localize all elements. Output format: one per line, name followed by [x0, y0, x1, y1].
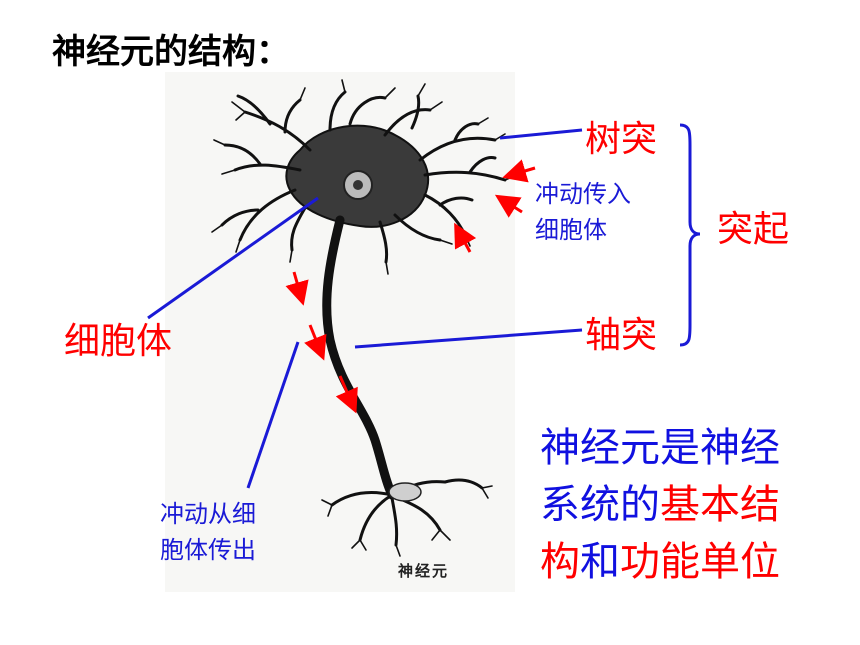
- conclusion-line3-a: 构: [540, 539, 580, 585]
- conclusion-line3-b: 和: [580, 539, 620, 585]
- image-caption: 神经元: [398, 562, 450, 580]
- conclusion-line2: 系统的基本结: [540, 477, 780, 534]
- conclusion-line1-text: 神经元是神经: [540, 425, 780, 471]
- note-impulse-in-line1: 冲动传入: [535, 180, 631, 208]
- impulse-arrow-in-2: [494, 194, 523, 218]
- conclusion-line2-a: 系统的: [540, 482, 660, 528]
- impulse-arrow-in-1: [502, 159, 536, 183]
- pointer-line-dendrite: [499, 128, 583, 140]
- note-impulse-out-line1: 冲动从细: [160, 500, 256, 528]
- impulse-arrow-out-3: [335, 375, 358, 414]
- label-process: 突起: [717, 209, 790, 250]
- pointer-line-impulse-out: [246, 341, 300, 489]
- brace-shape: [679, 123, 701, 347]
- neuron-illustration: [211, 79, 516, 557]
- note-impulse-in: 冲动传入 细胞体: [535, 176, 631, 248]
- conclusion-text: 神经元是神经 系统的基本结 构和功能单位: [540, 420, 780, 591]
- label-cell-body: 细胞体: [64, 321, 173, 362]
- pointer-line-axon: [354, 328, 583, 349]
- note-impulse-out: 冲动从细 胞体传出: [160, 496, 256, 568]
- conclusion-line3: 构和功能单位: [540, 534, 780, 591]
- impulse-arrow-out-1: [285, 271, 309, 306]
- impulse-arrow-out-2: [304, 324, 327, 361]
- conclusion-line1: 神经元是神经: [540, 420, 780, 477]
- impulse-arrow-in-3: [454, 222, 477, 253]
- label-axon: 轴突: [585, 315, 658, 356]
- slide-title: 神经元的结构：: [52, 32, 290, 72]
- note-impulse-out-line2: 胞体传出: [160, 536, 256, 564]
- conclusion-line2-b: 基本结: [660, 482, 780, 528]
- note-impulse-in-line2: 细胞体: [535, 216, 607, 244]
- axon-shape: [322, 215, 397, 500]
- conclusion-line3-c: 功能单位: [620, 539, 780, 585]
- dendrites-group: [220, 90, 507, 264]
- pointer-line-soma: [147, 196, 319, 320]
- label-dendrite: 树突: [585, 119, 658, 160]
